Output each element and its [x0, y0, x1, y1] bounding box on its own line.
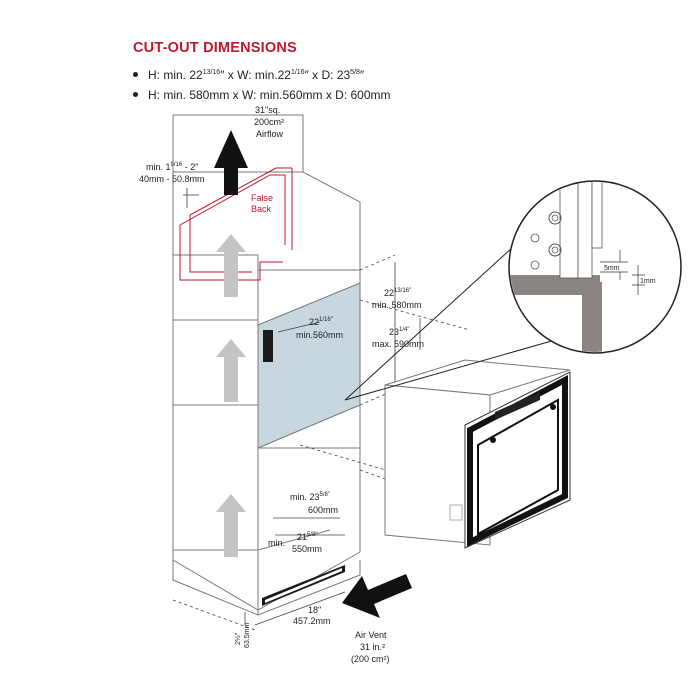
detail-5mm-label: 5mm — [604, 265, 620, 272]
dimension-lines — [172, 188, 471, 631]
cutout-opening — [257, 282, 361, 449]
bullet-icon — [133, 92, 138, 98]
bottom-depth-label-pre: min. — [268, 538, 285, 548]
gap-label-1: min. 19/16 - 2" — [146, 162, 198, 172]
page-title: CUT-OUT DIMENSIONS — [133, 40, 297, 56]
oven — [384, 359, 571, 549]
spec-width-fraction: 1/16 — [290, 69, 305, 76]
airflow-top-label-3: Airflow — [256, 129, 284, 139]
detail-callout — [344, 180, 682, 401]
false-back-label-2: Back — [251, 204, 272, 214]
spec-height-imperial: H: min. 22 — [148, 68, 203, 82]
spec-inch-mark: ″ — [359, 68, 365, 82]
vent-height-label-1: 2½" — [234, 632, 242, 645]
diagram-labels: 31"sq. 200cm² Airflow min. 19/16 - 2" 40… — [139, 105, 656, 664]
airflow-top-label-2: 200cm² — [254, 117, 284, 127]
width-label-metric: min.560mm — [296, 330, 343, 340]
spec-imperial: H: min. 2213/16″ x W: min.221/16″ x D: 2… — [133, 68, 364, 82]
gap-label-2: 40mm - 50.8mm — [139, 174, 205, 184]
vent-width-label-1: 18" — [308, 605, 321, 615]
false-back-label-1: False — [251, 193, 273, 203]
vent-width-label-2: 457.2mm — [293, 616, 331, 626]
depth-label-imperial: min. 235/8" — [290, 492, 330, 502]
width-label-imperial: 221/16" — [309, 317, 333, 327]
oven-width-label-imperial: 231/4" — [389, 327, 410, 337]
air-vent-label-1: Air Vent — [355, 630, 387, 640]
airflow-up-arrow-icon — [214, 130, 248, 195]
spec-metric-text: H: min. 580mm x W: min.560mm x D: 600mm — [148, 88, 391, 102]
oven-width-label-metric: max. 590mm — [372, 339, 424, 349]
spec-height-fraction: 13/16 — [202, 69, 221, 76]
height-label-imperial: 2213/16" — [384, 288, 411, 298]
air-vent-label-2: 31 in.² — [360, 642, 385, 652]
air-vent-arrow-icon — [342, 574, 412, 618]
spec-width-imperial: ″ x W: min.22 — [220, 68, 291, 82]
bottom-depth-label-metric: 550mm — [292, 544, 322, 554]
opening-rail — [263, 330, 273, 362]
air-vent-label-3: (200 cm²) — [351, 654, 390, 664]
bottom-depth-label-imperial: 215/8" — [297, 532, 318, 542]
depth-label-metric: 600mm — [308, 505, 338, 515]
airflow-arrows-grey — [216, 234, 246, 557]
height-label-metric: min. 580mm — [372, 300, 422, 310]
bullet-icon — [133, 72, 138, 78]
spec-metric: H: min. 580mm x W: min.560mm x D: 600mm — [133, 88, 391, 102]
cabinet-outline — [172, 114, 361, 616]
detail-1mm-label: 1mm — [640, 278, 656, 285]
vent-height-label-2: 63.5mm — [244, 623, 251, 648]
spec-depth-imperial: ″ x D: 23 — [304, 68, 351, 82]
spec-depth-fraction: 5/8 — [350, 69, 360, 76]
bottom-vent-slot — [262, 565, 345, 606]
airflow-top-label-1: 31"sq. — [255, 105, 280, 115]
